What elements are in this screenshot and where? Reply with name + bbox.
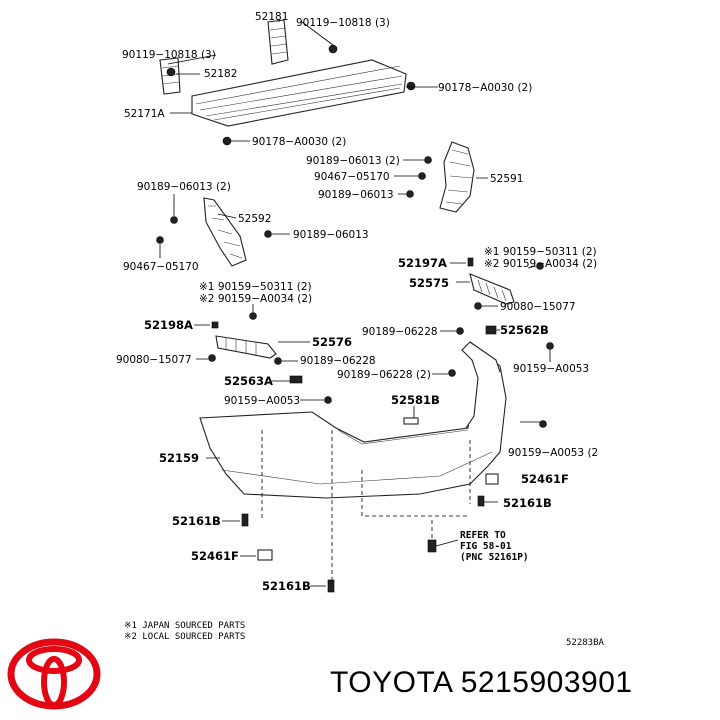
label-90189-left-2: 90189−06013 (2): [137, 181, 231, 193]
nut-icon: [474, 302, 482, 310]
label-52159: 52159: [159, 451, 199, 465]
label-52182: 52182: [204, 68, 237, 80]
retainer-52576: [215, 335, 277, 359]
label-90189-06228-2: 90189−06228 (2): [337, 369, 431, 381]
part-number-caption: TOYOTA 5215903901: [330, 666, 633, 699]
note-japan-sourced: ※1 JAPAN SOURCED PARTS: [124, 621, 245, 631]
refer-line-1: REFER TO: [460, 530, 506, 541]
label-52576: 52576: [312, 335, 352, 349]
note-local-sourced: ※2 LOCAL SOURCED PARTS: [124, 632, 245, 642]
label-52161b-left: 52161B: [172, 514, 221, 528]
label-90080-right: 90080−15077: [500, 301, 576, 313]
screw-icon: [539, 420, 547, 428]
retainer-52575: [469, 273, 515, 305]
label-52197a: 52197A: [398, 256, 447, 270]
bumper-cover-52159: [199, 341, 507, 499]
label-90189-06228-b: 90189−06228: [362, 326, 438, 338]
clip-icon: [418, 172, 426, 180]
diagram-id: 52283BA: [566, 638, 605, 648]
screw-icon: [249, 312, 257, 320]
clip-icon: [485, 473, 499, 485]
screw-icon: [170, 216, 178, 224]
parts-diagram: 52181 90119−10818 (3) 90119−10818 (3) 52…: [116, 11, 605, 648]
bolt-icon: [328, 44, 338, 54]
screw-icon: [546, 342, 554, 350]
note1-left: ※1 90159−50311 (2): [199, 281, 312, 293]
retainer-icon: [241, 513, 249, 527]
label-90189-left-b: 90189−06013: [293, 229, 369, 241]
label-90178-bottom: 90178−A0030 (2): [252, 136, 346, 148]
clip-icon: [448, 369, 456, 377]
bolt-icon: [166, 67, 176, 77]
retainer-icon: [477, 495, 485, 507]
clip-icon: [257, 549, 273, 561]
label-52181: 52181: [255, 11, 288, 23]
label-90159-a0053-left: 90159−A0053: [224, 395, 300, 407]
clip-icon: [485, 325, 497, 335]
label-52461f-left: 52461F: [191, 549, 239, 563]
label-52161b-bottom: 52161B: [262, 579, 311, 593]
label-90467-a: 90467−05170: [314, 171, 390, 183]
label-52575: 52575: [409, 276, 449, 290]
clip-icon: [467, 257, 474, 267]
label-90159-a0053-right: 90159−A0053: [513, 363, 589, 375]
reinforcement-52171a: [191, 59, 407, 127]
refer-line-3: (PNC 52161P): [460, 552, 529, 563]
label-90119-left: 90119−10818 (3): [122, 49, 216, 61]
note2-left: ※2 90159−A0034 (2): [199, 293, 312, 305]
label-90178-right: 90178−A0030 (2): [438, 82, 532, 94]
label-90467-b: 90467−05170: [123, 261, 199, 273]
label-90159-a0053-2: 90159−A0053 (2: [508, 447, 598, 459]
clip-icon: [274, 357, 282, 365]
screw-icon: [324, 396, 332, 404]
label-52581b: 52581B: [391, 393, 440, 407]
label-52171a: 52171A: [124, 108, 165, 120]
side-retainer-52592: [203, 197, 247, 267]
label-90189-a: 90189−06013: [318, 189, 394, 201]
label-90189-2: 90189−06013 (2): [306, 155, 400, 167]
toyota-logo-icon: [7, 638, 101, 710]
label-90189-06228: 90189−06228: [300, 355, 376, 367]
label-52563a: 52563A: [224, 374, 273, 388]
clip-icon: [156, 236, 164, 244]
side-retainer-52591: [439, 141, 475, 213]
label-52592: 52592: [238, 213, 271, 225]
retainer-icon: [327, 579, 335, 593]
label-52591: 52591: [490, 173, 523, 185]
label-90080-left: 90080−15077: [116, 354, 192, 366]
retainer-icon: [427, 539, 437, 553]
screw-icon: [406, 190, 414, 198]
refer-line-2: FIG 58-01: [460, 541, 512, 552]
nut-icon: [222, 136, 232, 146]
nut-icon: [208, 354, 216, 362]
note1-right: ※1 90159−50311 (2): [484, 246, 597, 258]
screw-icon: [264, 230, 272, 238]
nut-icon: [406, 81, 416, 91]
label-52562b: 52562B: [500, 323, 549, 337]
bracket-52181: [267, 19, 289, 65]
label-52461f-right: 52461F: [521, 472, 569, 486]
screw-icon: [536, 262, 544, 270]
note2-right: ※2 90159−A0034 (2): [484, 258, 597, 270]
label-52198a: 52198A: [144, 318, 193, 332]
clip-icon: [456, 327, 464, 335]
screw-icon: [424, 156, 432, 164]
clip-icon: [211, 321, 219, 329]
label-52161b-right: 52161B: [503, 496, 552, 510]
clip-icon: [289, 375, 303, 384]
label-90119-right: 90119−10818 (3): [296, 17, 390, 29]
reflector-52581b: [403, 417, 419, 425]
